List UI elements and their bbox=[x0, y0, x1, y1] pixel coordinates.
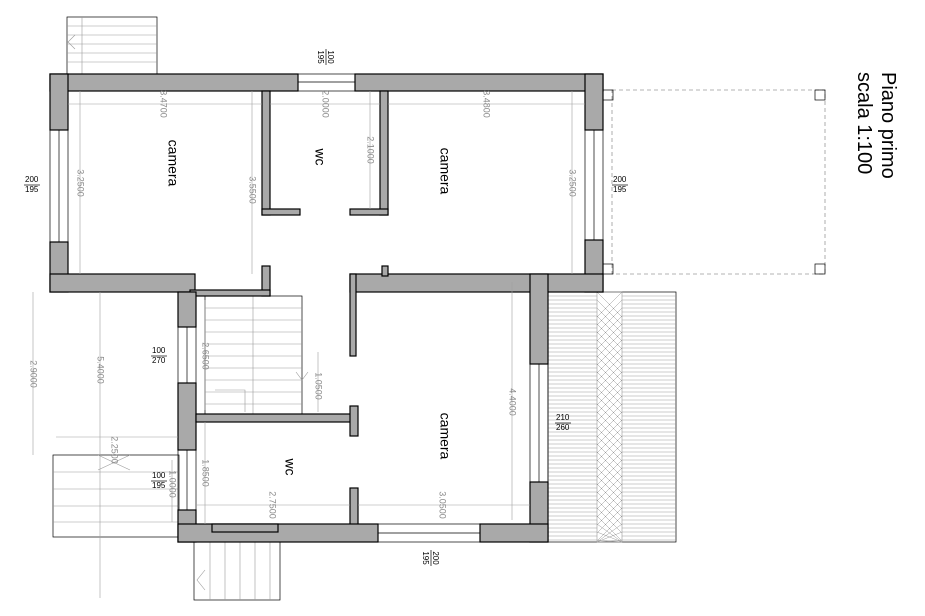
dim-3-2500-left: 3.2500 bbox=[76, 169, 86, 197]
room-label-wc-bottom: wc bbox=[282, 457, 298, 475]
terrace-right bbox=[547, 291, 677, 543]
opening-left-mid: 100 270 bbox=[151, 346, 167, 365]
dim-2-1000: 2.1000 bbox=[366, 136, 376, 164]
dim-3-4700: 3.4700 bbox=[159, 90, 169, 118]
plan-title: Piano primo scala 1:100 bbox=[853, 72, 899, 179]
stair-top-left bbox=[66, 16, 158, 75]
opening-right-mid: 210 260 bbox=[555, 413, 571, 432]
opening-right-mid-width: 210 bbox=[556, 413, 570, 422]
dim-3-0500: 3.0500 bbox=[438, 491, 448, 519]
dim-1-0000: 1.0000 bbox=[168, 470, 178, 498]
opening-left-top-height: 195 bbox=[25, 185, 39, 194]
dim-2-2500: 2.2500 bbox=[110, 436, 120, 464]
room-label-camera-top-left: camera bbox=[165, 140, 181, 187]
windows bbox=[49, 73, 604, 543]
dim-5-4000: 5.4000 bbox=[96, 356, 106, 384]
stair-interior bbox=[204, 295, 309, 415]
dim-3-5500: 3.5500 bbox=[248, 176, 258, 204]
stair-bottom-left bbox=[52, 454, 180, 538]
dimension-lines bbox=[32, 91, 585, 598]
stair-bottom bbox=[193, 539, 281, 601]
opening-left-mid-height: 270 bbox=[152, 356, 166, 365]
opening-bottom-width: 200 bbox=[431, 551, 440, 565]
dim-4-4000: 4.4000 bbox=[508, 388, 518, 416]
opening-top-center-width: 100 bbox=[326, 50, 335, 64]
room-label-camera-bottom-right: camera bbox=[437, 413, 453, 460]
dim-2-9000: 2.9000 bbox=[29, 360, 39, 388]
opening-left-top-width: 200 bbox=[25, 175, 39, 184]
opening-right-mid-height: 260 bbox=[556, 423, 570, 432]
balcony-top-right bbox=[602, 89, 826, 275]
opening-bottom: 200 195 bbox=[421, 550, 440, 566]
dim-1-0500: 1.0500 bbox=[314, 372, 324, 400]
opening-bottom-height: 195 bbox=[421, 551, 430, 565]
plan-title-line2: scala 1:100 bbox=[853, 72, 875, 174]
dim-3-2500-right: 3.2500 bbox=[568, 169, 578, 197]
plan-title-line1: Piano primo bbox=[877, 72, 899, 179]
dim-1-8500: 1.8500 bbox=[201, 459, 211, 487]
opening-top-center: 100 195 bbox=[316, 49, 335, 65]
opening-right-top-height: 195 bbox=[613, 185, 627, 194]
opening-left-low-height: 195 bbox=[152, 481, 166, 490]
dim-2-6500: 2.6500 bbox=[201, 342, 211, 370]
opening-left-mid-width: 100 bbox=[152, 346, 166, 355]
opening-right-top-width: 200 bbox=[613, 175, 627, 184]
opening-left-low: 100 195 bbox=[151, 471, 167, 490]
dim-2-7500: 2.7500 bbox=[268, 491, 278, 519]
dim-3-4800: 3.4800 bbox=[482, 90, 492, 118]
opening-top-center-height: 195 bbox=[316, 50, 325, 64]
room-label-camera-top-right: camera bbox=[437, 148, 453, 195]
opening-right-top: 200 195 bbox=[612, 175, 628, 194]
opening-left-top: 200 195 bbox=[24, 175, 40, 194]
room-label-wc-top: wc bbox=[312, 147, 328, 165]
dim-2-0000: 2.0000 bbox=[321, 90, 331, 118]
opening-left-low-width: 100 bbox=[152, 471, 166, 480]
